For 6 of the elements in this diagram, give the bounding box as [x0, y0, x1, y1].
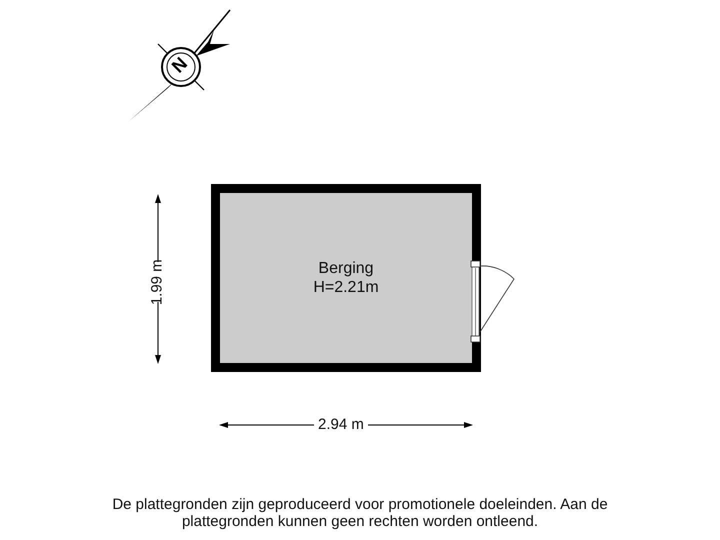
dimension-label: 1.99 m	[148, 259, 167, 305]
disclaimer-caption: De plattegronden zijn geproduceerd voor promotionele doeleinden. Aan de plattegronden kunnen geen rechten worden ontleend.	[111, 496, 609, 530]
room-height: H=2.21m	[313, 278, 379, 297]
room-floor	[211, 184, 481, 372]
room-name: Berging	[318, 259, 374, 278]
north-letter: N	[168, 54, 190, 76]
